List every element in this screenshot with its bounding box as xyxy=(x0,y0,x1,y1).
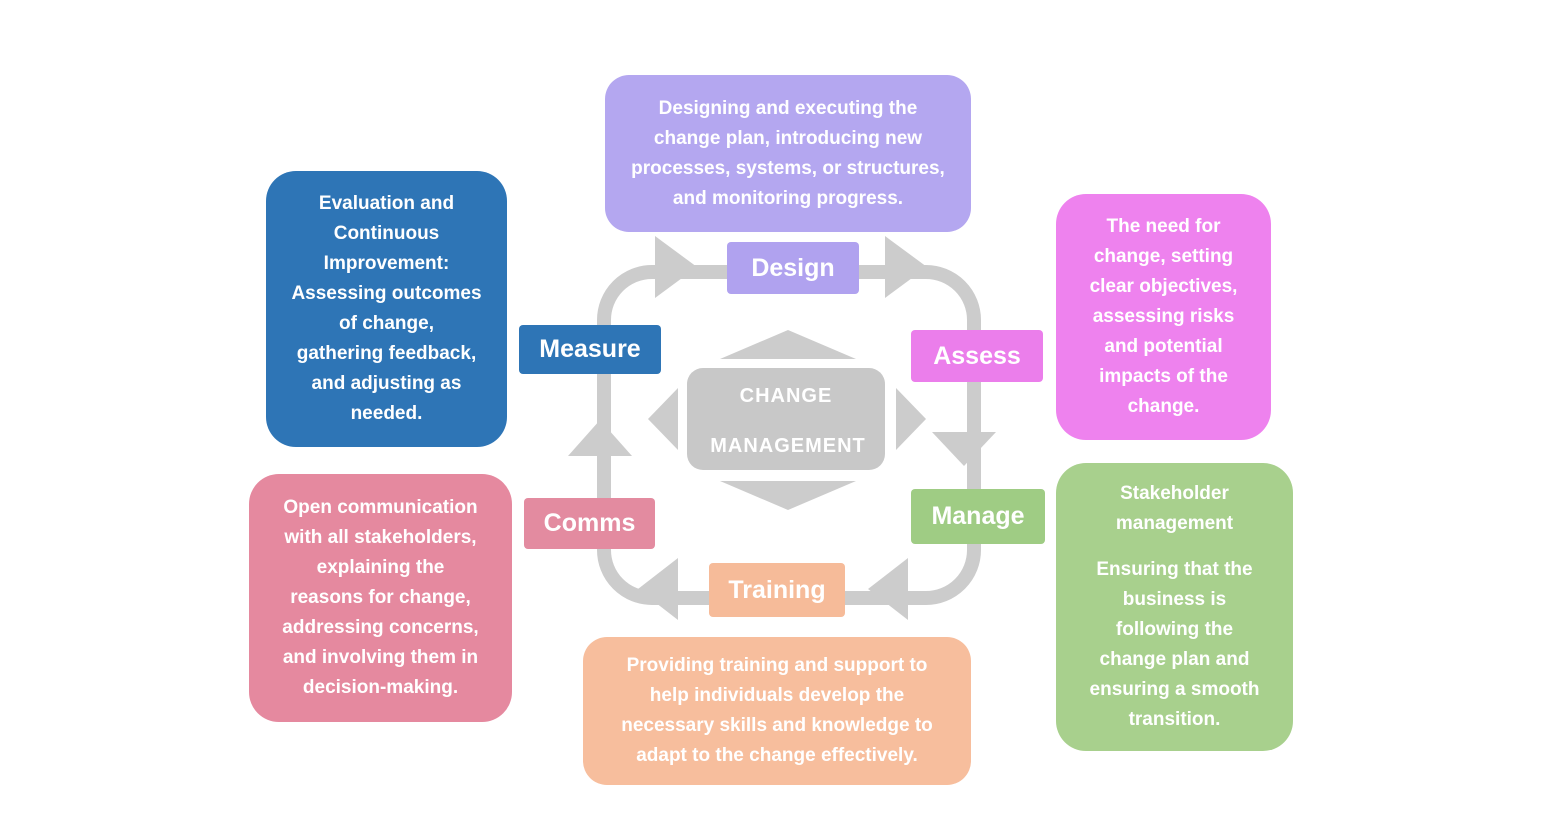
comms-label: Comms xyxy=(524,498,655,549)
assess-description-box: The need for change, setting clear objec… xyxy=(1056,194,1271,440)
center-arrow-left xyxy=(648,388,678,450)
center-box xyxy=(687,368,885,470)
center-title-line1: CHANGE xyxy=(739,385,833,407)
center-arrow-up xyxy=(720,330,856,359)
manage-description-box: Stakeholder management Ensuring that the… xyxy=(1056,463,1293,751)
design-description-box: Designing and executing the change plan,… xyxy=(605,75,971,232)
measure-description: Evaluation and Continuous Improvement: A… xyxy=(291,193,482,424)
assess-label: Assess xyxy=(911,330,1043,382)
measure-label: Measure xyxy=(519,325,661,374)
measure-description-box: Evaluation and Continuous Improvement: A… xyxy=(266,171,507,447)
arrowhead-bottom-left xyxy=(638,558,678,620)
arrowhead-bottom-right xyxy=(868,558,908,620)
comms-description: Open communication with all stakeholders… xyxy=(282,497,479,698)
training-description-box: Providing training and support to help i… xyxy=(583,637,971,785)
center-arrow-down xyxy=(720,481,856,510)
assess-description: The need for change, setting clear objec… xyxy=(1089,216,1238,417)
arrowhead-left xyxy=(568,420,632,456)
center-title-line2: MANAGEMENT xyxy=(710,435,866,457)
arrowhead-right xyxy=(932,432,996,466)
center-arrow-right xyxy=(896,388,926,450)
training-label: Training xyxy=(709,563,845,617)
arrowhead-top-right xyxy=(885,236,927,298)
arrowhead-top-left xyxy=(655,236,697,298)
manage-description-title: Stakeholder management xyxy=(1115,483,1234,534)
design-description: Designing and executing the change plan,… xyxy=(631,97,945,209)
manage-description: Ensuring that the business is following … xyxy=(1089,559,1260,730)
manage-label: Manage xyxy=(911,489,1045,544)
training-description: Providing training and support to help i… xyxy=(621,655,933,766)
design-label: Design xyxy=(727,242,859,294)
comms-description-box: Open communication with all stakeholders… xyxy=(249,474,512,722)
